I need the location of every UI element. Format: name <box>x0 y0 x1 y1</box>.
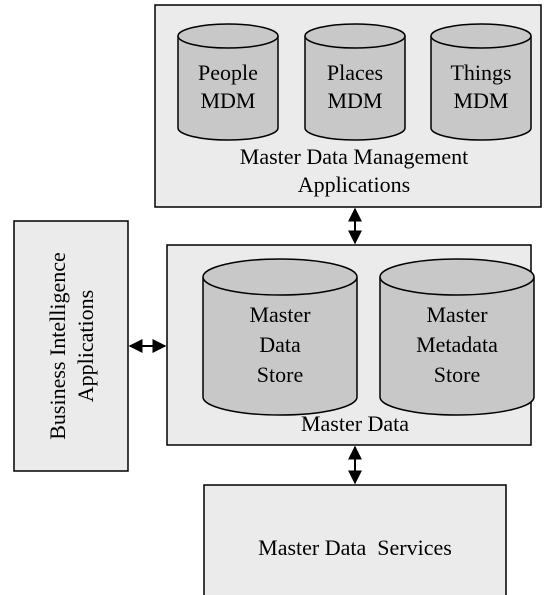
places-mdm-label-line1: Places <box>327 60 383 85</box>
master-data-label: Master Data <box>301 411 409 436</box>
things-mdm-cylinder: Things MDM <box>430 23 532 141</box>
master-data-store-label-line2: Data <box>259 332 301 357</box>
things-mdm-label-line2: MDM <box>453 88 508 113</box>
master-data-services-label: Master Data Services <box>258 535 452 560</box>
bi-applications-label-line2: Applications <box>73 290 98 402</box>
master-metadata-store-label-line2: Metadata <box>416 332 498 357</box>
master-metadata-store-label-line1: Master <box>426 302 488 327</box>
master-data-store-cylinder: Master Data Store <box>202 258 358 416</box>
mdm-applications-label-line1: Master Data Management <box>240 144 468 169</box>
master-data-store-label-line1: Master <box>249 302 311 327</box>
master-data-services-box: Master Data Services <box>203 484 507 595</box>
bi-applications-box: Business Intelligence Applications <box>13 220 129 472</box>
mdm-applications-label-line2: Applications <box>298 172 410 197</box>
things-mdm-label-line1: Things <box>450 60 511 85</box>
master-metadata-store-cylinder: Master Metadata Store <box>379 258 535 416</box>
people-mdm-label-line2: MDM <box>200 88 255 113</box>
bi-applications-label-line1: Business Intelligence <box>45 252 70 440</box>
master-metadata-store-label-line3: Store <box>434 362 480 387</box>
mdm-applications-box: People MDM Places MDM Things MDM Master … <box>154 4 542 208</box>
people-mdm-label-line1: People <box>198 60 258 85</box>
master-data-store-label-line3: Store <box>257 362 303 387</box>
places-mdm-cylinder: Places MDM <box>304 23 406 141</box>
master-data-box: Master Data Store Master Metadata Store … <box>166 244 535 446</box>
places-mdm-label-line2: MDM <box>327 88 382 113</box>
people-mdm-cylinder: People MDM <box>177 23 279 141</box>
